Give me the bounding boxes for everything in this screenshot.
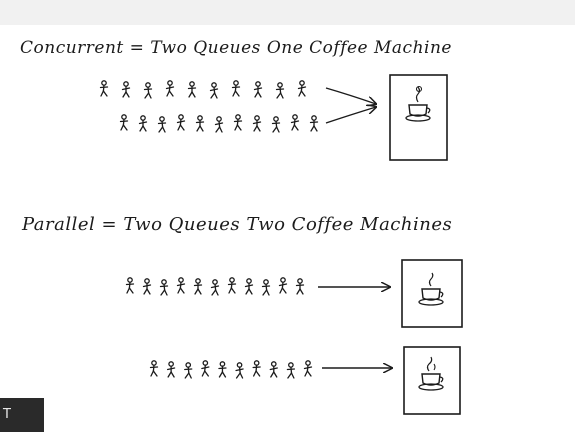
stick-figure-icon: [252, 115, 262, 132]
stick-figure-icon: [193, 278, 203, 295]
concurrent-heading: Concurrent = Two Queues One Coffee Machi…: [20, 38, 452, 58]
coffee-cup-icon: [418, 272, 444, 306]
stick-figure-icon: [252, 360, 261, 377]
coffee-machine-parallel-2: [403, 346, 461, 415]
stick-figure-icon: [119, 114, 129, 131]
coffee-machine-parallel-1: [401, 259, 463, 328]
stick-figure-icon: [143, 82, 153, 99]
stick-figure-icon: [261, 279, 271, 296]
stick-figure-icon: [165, 80, 175, 97]
coffee-machine-concurrent: [389, 74, 448, 161]
stick-figure-icon: [157, 116, 167, 133]
stick-figure-icon: [231, 80, 241, 97]
stick-figure-icon: [278, 277, 288, 294]
stick-figure-icon: [309, 115, 319, 132]
stick-figure-icon: [303, 360, 313, 377]
stick-figure-icon: [290, 114, 300, 131]
stick-figure-icon: [209, 82, 219, 99]
stick-figure-icon: [271, 116, 281, 133]
corner-overlay-label: T: [3, 407, 11, 422]
concurrent-queue-bottom: [119, 114, 319, 133]
stick-figure-icon: [244, 278, 254, 295]
stick-figure-icon: [166, 361, 176, 378]
corner-overlay-button[interactable]: T: [0, 398, 44, 432]
coffee-cup-icon: [405, 85, 431, 122]
parallel-queue-bottom: [149, 360, 313, 379]
stick-figure-icon: [99, 80, 109, 97]
stick-figure-icon: [233, 114, 243, 131]
top-bar: [0, 0, 575, 25]
concurrent-queue-top: [99, 80, 307, 99]
stick-figure-icon: [297, 80, 307, 97]
parallel-heading: Parallel = Two Queues Two Coffee Machine…: [22, 214, 453, 235]
stick-figure-icon: [176, 277, 186, 294]
parallel-queue-top: [125, 277, 305, 296]
concurrent-arrow-top: [325, 87, 376, 104]
stick-figure-icon: [218, 361, 227, 378]
stick-figure-icon: [125, 277, 135, 294]
stick-figure-icon: [187, 81, 197, 98]
stick-figure-icon: [201, 360, 210, 377]
stick-figure-icon: [195, 115, 205, 132]
stick-figure-icon: [227, 277, 237, 294]
stick-figure-icon: [149, 360, 159, 377]
stick-figure-icon: [210, 279, 220, 296]
stick-figure-icon: [269, 361, 278, 378]
stick-figure-icon: [253, 81, 263, 98]
stick-figure-icon: [159, 279, 169, 296]
stick-figure-icon: [184, 362, 193, 379]
stick-figure-icon: [176, 114, 186, 131]
concurrent-arrow-bottom: [325, 107, 376, 124]
stick-figure-icon: [142, 278, 152, 295]
stick-figure-icon: [275, 82, 285, 99]
coffee-cup-icon: [418, 356, 444, 391]
stick-figure-icon: [138, 115, 148, 132]
stick-figure-icon: [286, 362, 296, 379]
stick-figure-icon: [121, 81, 131, 98]
stick-figure-icon: [235, 362, 244, 379]
stick-figure-icon: [295, 278, 305, 295]
stick-figure-icon: [214, 116, 224, 133]
